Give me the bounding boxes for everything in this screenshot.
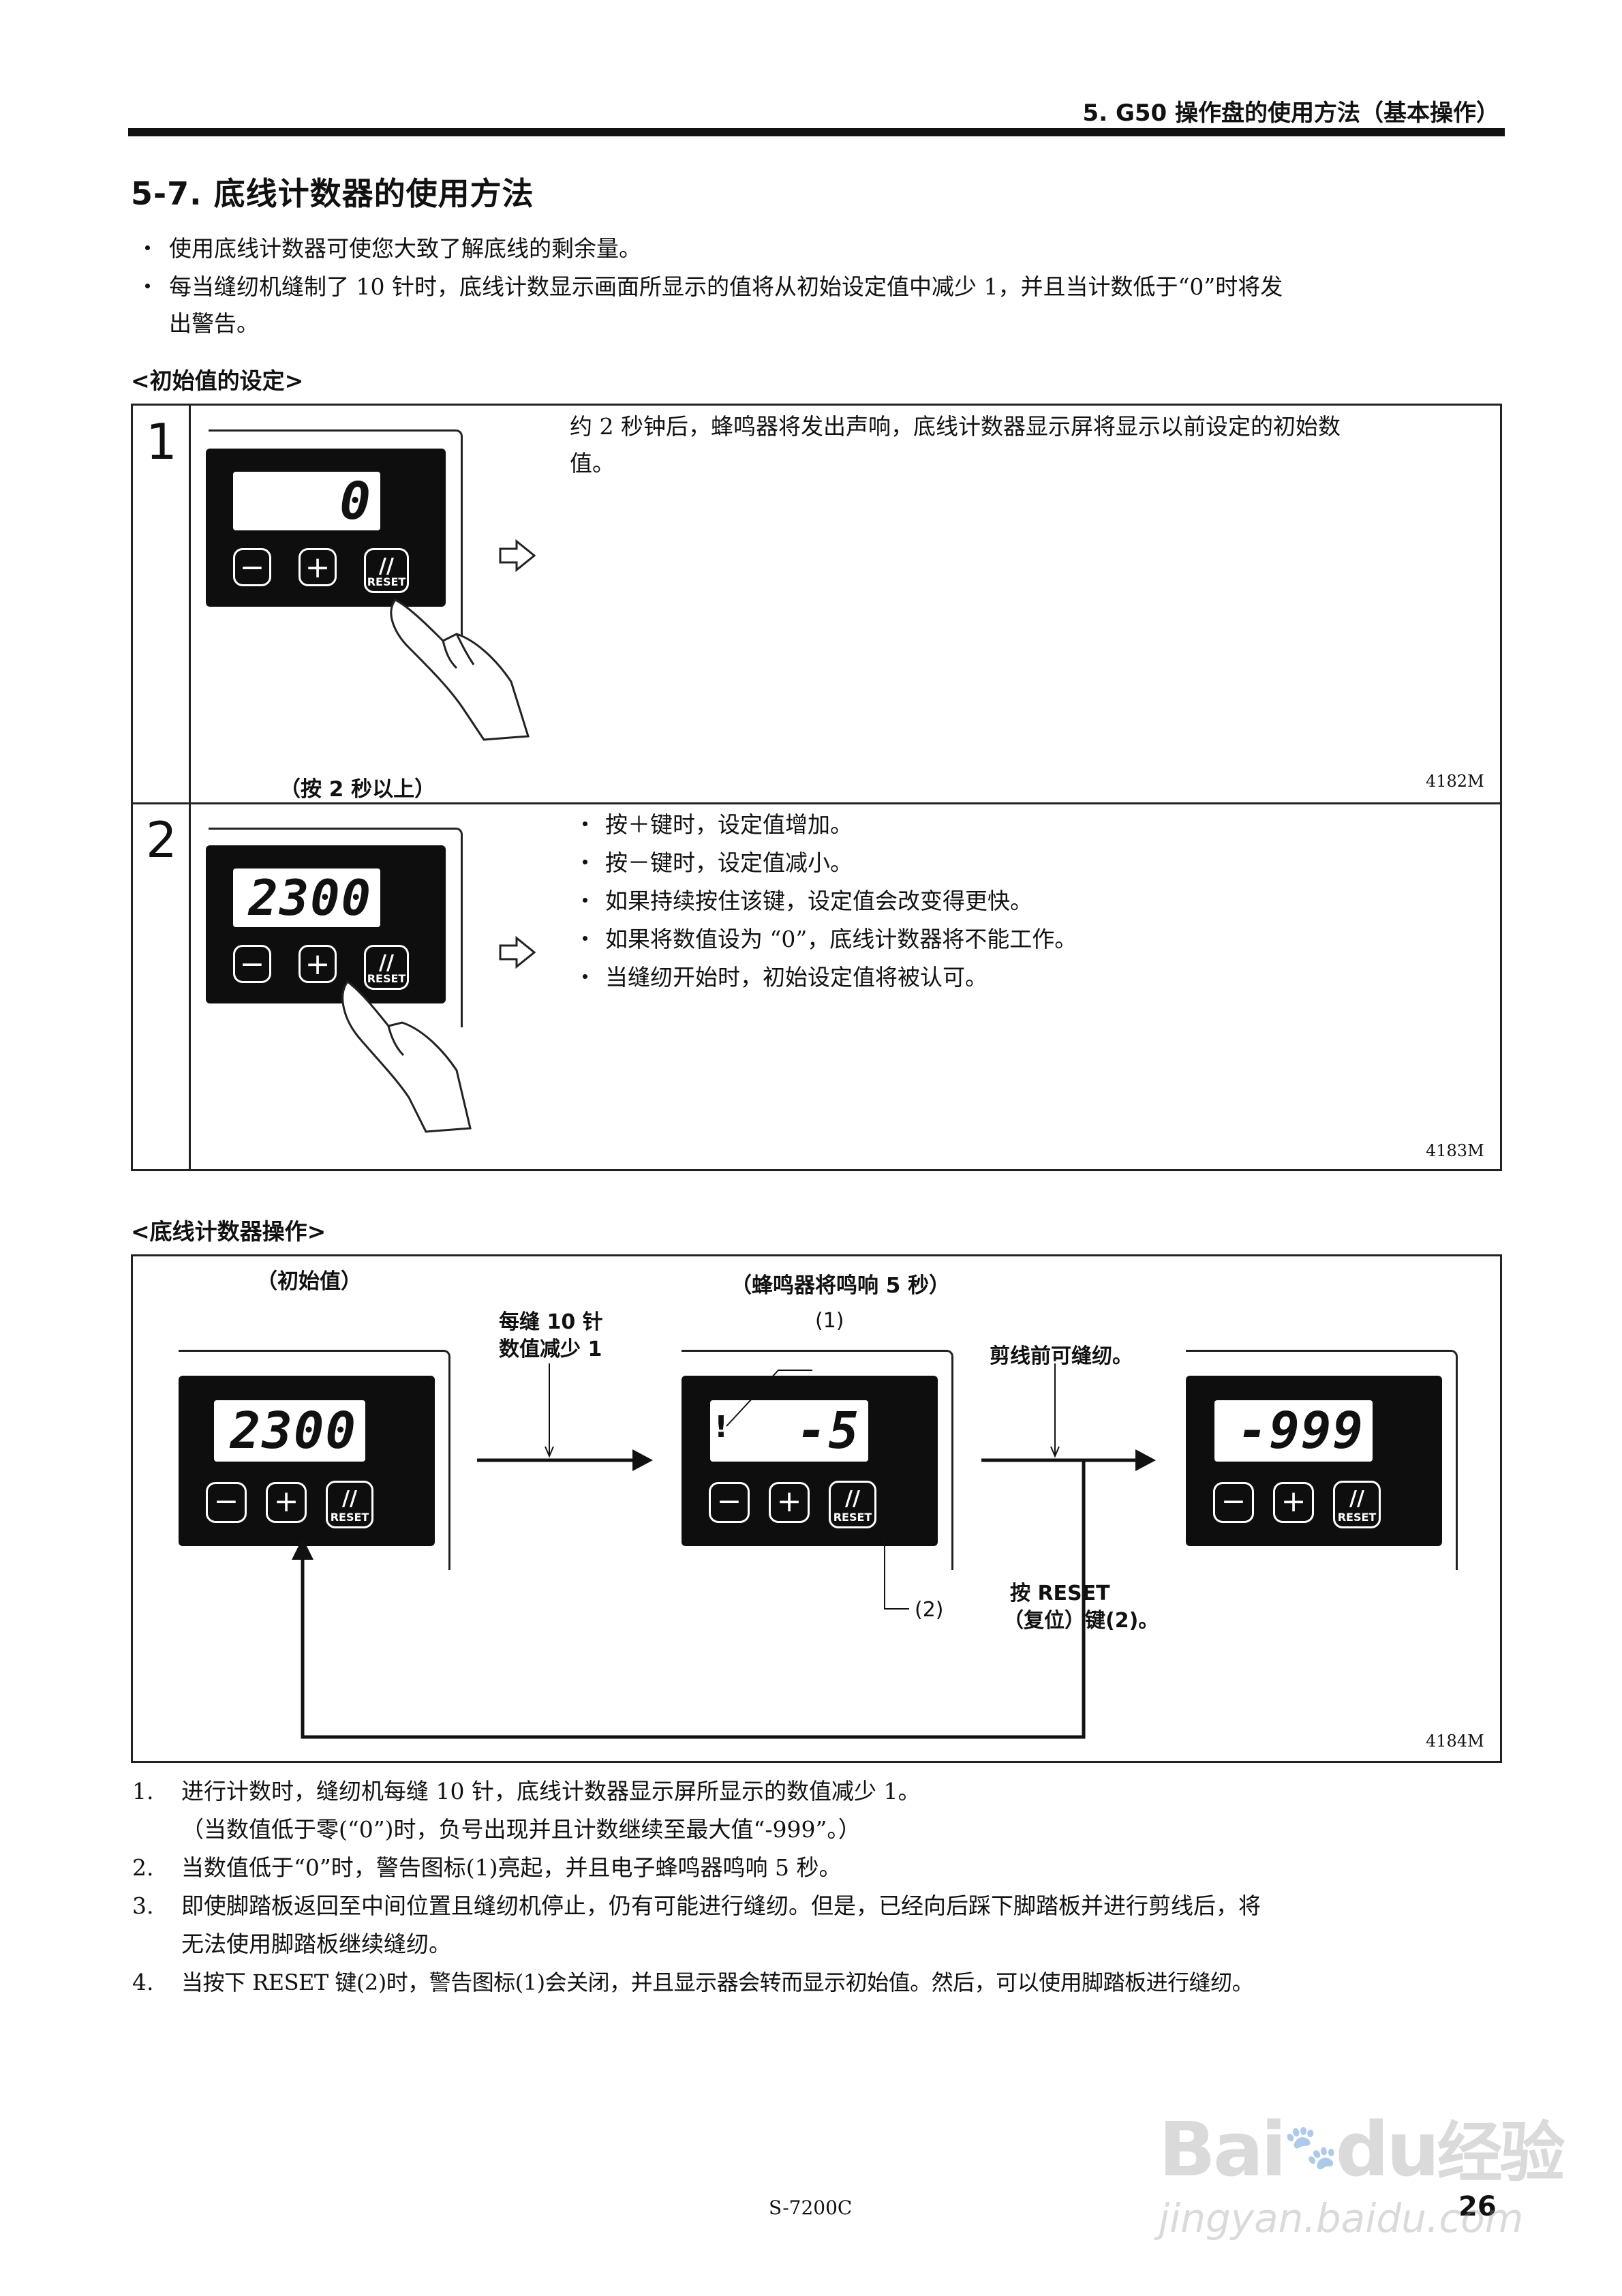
panel-frame-c xyxy=(1186,1350,1458,1570)
minus-button[interactable]: − xyxy=(1213,1482,1254,1523)
minus-button[interactable]: − xyxy=(206,1482,247,1523)
page-number: 26 xyxy=(1458,2191,1497,2222)
step-2-item: ・如果持续按住该键，设定值会改变得更快。 xyxy=(574,888,1032,914)
reset-button[interactable]: // RESET xyxy=(1333,1481,1381,1528)
note-item: 3.即使脚踏板返回至中间位置且缝纫机停止，仍有可能进行缝纫。但是，已经向后踩下脚… xyxy=(132,1892,1261,1919)
setting-heading: <初始值的设定> xyxy=(131,367,304,394)
hand-press-icon xyxy=(390,599,530,741)
lcd-display-b: -5 xyxy=(710,1400,868,1462)
step-1-number: 1 xyxy=(146,413,177,470)
control-panel-2: 2300 − + // RESET xyxy=(206,845,446,1003)
running-header: 5. G50 操作盘的使用方法（基本操作） xyxy=(1082,100,1499,127)
note-item-cont: 无法使用脚踏板继续缝纫。 xyxy=(181,1931,451,1957)
figure-number-1: 4182M xyxy=(1426,772,1484,791)
setting-box xyxy=(131,404,1502,1171)
watermark-url: jingyan.baidu.com xyxy=(1159,2195,1524,2241)
reset-button[interactable]: // RESET xyxy=(364,548,409,593)
plus-button[interactable]: + xyxy=(769,1482,810,1523)
panel-frame-a xyxy=(179,1350,450,1570)
control-panel-a: 2300 − + // RESET xyxy=(179,1376,435,1546)
plus-button[interactable]: + xyxy=(299,945,337,983)
panel-frame-1 xyxy=(209,429,463,636)
footer-model: S-7200C xyxy=(769,2196,853,2219)
intro-bullet-1: ・使用底线计数器可使您大致了解底线的剩余量。 xyxy=(136,235,641,262)
hand-press-icon xyxy=(341,980,472,1133)
callout-2: (2) xyxy=(915,1598,944,1622)
figure-number-2: 4183M xyxy=(1426,1141,1484,1160)
step-1-description-cont: 值。 xyxy=(570,450,615,477)
reset-label: 按 RESET （复位）键(2)。 xyxy=(1003,1582,1159,1633)
reset-button[interactable]: // RESET xyxy=(364,945,409,990)
reset-slash-icon: // xyxy=(379,951,394,975)
step-column-divider xyxy=(189,404,191,1171)
step-2-list: ・按＋键时，设定值增加。 ・按－键时，设定值减小。 ・如果持续按住该键，设定值会… xyxy=(574,806,1077,997)
reset-button[interactable]: // RESET xyxy=(829,1481,876,1528)
step-2-number: 2 xyxy=(146,811,177,868)
figure-number-3: 4184M xyxy=(1426,1732,1484,1751)
minus-button[interactable]: − xyxy=(233,945,271,983)
label-initial: （初始值） xyxy=(256,1269,362,1294)
step-1-description: 约 2 秒钟后，蜂鸣器将发出声响，底线计数器显示屏将显示以前设定的初始数 xyxy=(570,413,1341,440)
lcd-display-1: 0 xyxy=(233,472,380,530)
step-2-item: ・如果将数值设为 “0”，底线计数器将不能工作。 xyxy=(574,926,1077,952)
step-2-item: ・当缝纫开始时，初始设定值将被认可。 xyxy=(574,964,988,991)
step-1-caption: （按 2 秒以上） xyxy=(279,777,436,802)
notes-list: 1.进行计数时，缝纫机每缝 10 针，底线计数器显示屏所显示的数值减少 1。 （… xyxy=(132,1772,1502,2002)
intro-bullet-2-cont: 出警告。 xyxy=(169,310,259,337)
callout-1: (1) xyxy=(815,1309,844,1333)
lcd-display-c: -999 xyxy=(1214,1400,1373,1462)
arrow-right-icon xyxy=(499,935,536,969)
plus-button[interactable]: + xyxy=(1273,1482,1314,1523)
section-title: 5-7. 底线计数器的使用方法 xyxy=(131,175,534,212)
label-buzzer: （蜂鸣器将鸣响 5 秒） xyxy=(731,1273,951,1298)
flow-arrows xyxy=(292,1363,1156,1739)
operation-heading: <底线计数器操作> xyxy=(131,1218,326,1245)
step-2-item: ・按－键时，设定值减小。 xyxy=(574,849,853,876)
intro-bullet-2: ・每当缝纫机缝制了 10 针时，底线计数显示画面所显示的值将从初始设定值中减少 … xyxy=(136,273,1283,300)
control-panel-1: 0 − + // RESET xyxy=(206,449,446,607)
note-item: 1.进行计数时，缝纫机每缝 10 针，底线计数器显示屏所显示的数值减少 1。 xyxy=(132,1778,921,1804)
lcd-display-2: 2300 xyxy=(233,868,380,927)
reset-slash-icon: // xyxy=(342,1487,357,1511)
reset-button[interactable]: // RESET xyxy=(326,1481,373,1528)
panel-frame-2 xyxy=(209,828,463,1027)
control-panel-c: -999 − + // RESET xyxy=(1186,1376,1442,1546)
header-rule xyxy=(128,128,1505,136)
reset-slash-icon: // xyxy=(845,1487,860,1511)
step-row-divider xyxy=(131,802,1502,804)
plus-button[interactable]: + xyxy=(266,1482,307,1523)
note-item: 4.当按下 RESET 键(2)时，警告图标(1)会关闭，并且显示器会转而显示初… xyxy=(132,1969,1254,1995)
watermark-logo: Bai🐾du经验 xyxy=(1159,2106,1565,2193)
note-item: 2.当数值低于“0”时，警告图标(1)亮起，并且电子蜂鸣器鸣响 5 秒。 xyxy=(132,1854,842,1881)
warning-icon: ! xyxy=(714,1410,729,1445)
reset-slash-icon: // xyxy=(379,554,394,578)
panel-frame-b xyxy=(682,1350,953,1570)
arrow1-label: 每缝 10 针 数值减少 1 xyxy=(499,1310,603,1361)
control-panel-b: -5 ! − + // RESET xyxy=(682,1376,938,1546)
lcd-display-a: 2300 xyxy=(214,1400,365,1462)
note-item-cont: （当数值低于零(“0”)时，负号出现并且计数继续至最大值“-999”。） xyxy=(181,1816,861,1843)
operation-box xyxy=(131,1254,1502,1763)
minus-button[interactable]: − xyxy=(709,1482,750,1523)
reset-slash-icon: // xyxy=(1349,1487,1364,1511)
arrow2-label: 剪线前可缝纫。 xyxy=(990,1344,1133,1368)
step-2-item: ・按＋键时，设定值增加。 xyxy=(574,811,853,838)
arrow-right-icon xyxy=(499,539,536,573)
plus-button[interactable]: + xyxy=(299,548,337,586)
minus-button[interactable]: − xyxy=(233,548,271,586)
